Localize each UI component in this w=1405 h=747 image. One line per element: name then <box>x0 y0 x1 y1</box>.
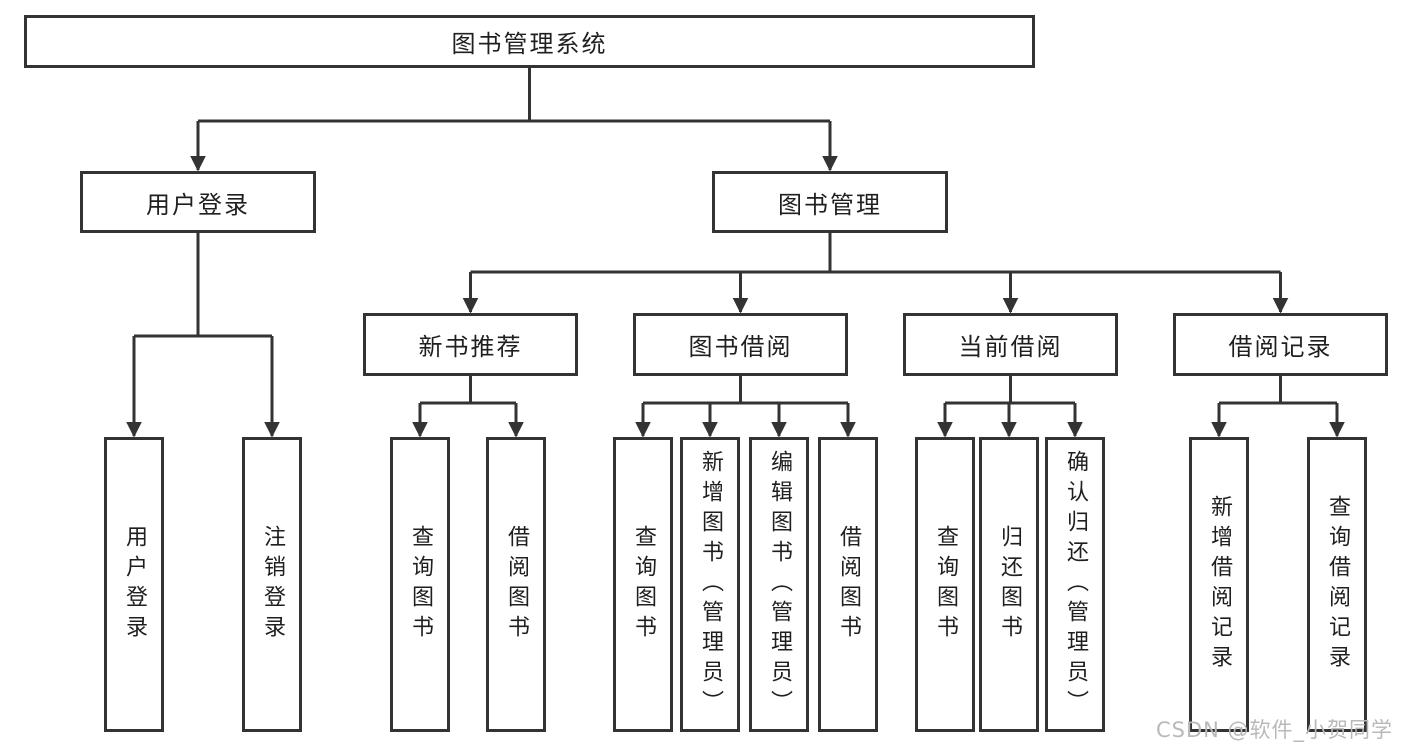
connector-borrowing-children <box>635 376 856 438</box>
node-label: 注销登录 <box>260 524 285 645</box>
leaf-return-books: 归还图书 <box>979 437 1039 732</box>
leaf-add-borrow-record: 新增借阅记录 <box>1189 437 1249 732</box>
connector-current-children <box>937 376 1083 438</box>
csdn-watermark: CSDN @软件_小贺同学 <box>1156 718 1394 742</box>
node-label: 编辑图书（管理员） <box>767 449 792 720</box>
leaf-borrow-books: 借阅图书 <box>486 437 546 732</box>
node-new-book-recommendation: 新书推荐 <box>363 313 578 376</box>
connector-book-mgmt-sections <box>462 233 1289 314</box>
node-label: 用户登录 <box>146 190 250 219</box>
node-current-borrow: 当前借阅 <box>903 313 1118 376</box>
leaf-query-borrow-record: 查询借阅记录 <box>1307 437 1367 732</box>
leaf-query-books: 查询图书 <box>390 437 450 732</box>
leaf-edit-books-admin: 编辑图书（管理员） <box>749 437 809 732</box>
node-user-login: 用户登录 <box>80 171 316 233</box>
node-library-management-system: 图书管理系统 <box>24 15 1035 68</box>
leaf-add-books-admin: 新增图书（管理员） <box>680 437 740 732</box>
node-borrow-records: 借阅记录 <box>1173 313 1388 376</box>
node-label: 查询图书 <box>631 524 656 645</box>
leaf-query-books: 查询图书 <box>613 437 673 732</box>
node-label: 查询图书 <box>933 524 958 645</box>
connector-new-books-children <box>412 376 524 438</box>
leaf-logout: 注销登录 <box>242 437 302 732</box>
leaf-user-login: 用户登录 <box>104 437 164 732</box>
node-label: 新增借阅记录 <box>1207 494 1232 675</box>
connector-root-to-level2 <box>190 68 838 172</box>
node-label: 图书管理系统 <box>451 30 608 58</box>
leaf-borrow-books: 借阅图书 <box>818 437 878 732</box>
node-label: 用户登录 <box>122 524 147 645</box>
node-label: 借阅图书 <box>836 524 861 645</box>
connector-records-children <box>1211 376 1345 438</box>
node-label: 借阅图书 <box>504 524 529 645</box>
node-label: 当前借阅 <box>958 333 1063 361</box>
leaf-query-books: 查询图书 <box>915 437 975 732</box>
node-label: 图书借阅 <box>688 333 793 361</box>
node-book-borrowing: 图书借阅 <box>633 313 848 376</box>
leaf-confirm-return-admin: 确认归还（管理员） <box>1045 437 1105 732</box>
node-label: 归还图书 <box>997 524 1022 645</box>
connector-user-login-children <box>126 233 280 438</box>
node-label: 借阅记录 <box>1228 333 1333 361</box>
node-book-management: 图书管理 <box>712 171 948 233</box>
node-label: 查询图书 <box>408 524 433 645</box>
node-label: 查询借阅记录 <box>1325 494 1350 675</box>
node-label: 新书推荐 <box>418 333 523 361</box>
node-label: 新增图书（管理员） <box>698 449 723 720</box>
node-label: 图书管理 <box>778 190 882 219</box>
node-label: 确认归还（管理员） <box>1063 449 1088 720</box>
